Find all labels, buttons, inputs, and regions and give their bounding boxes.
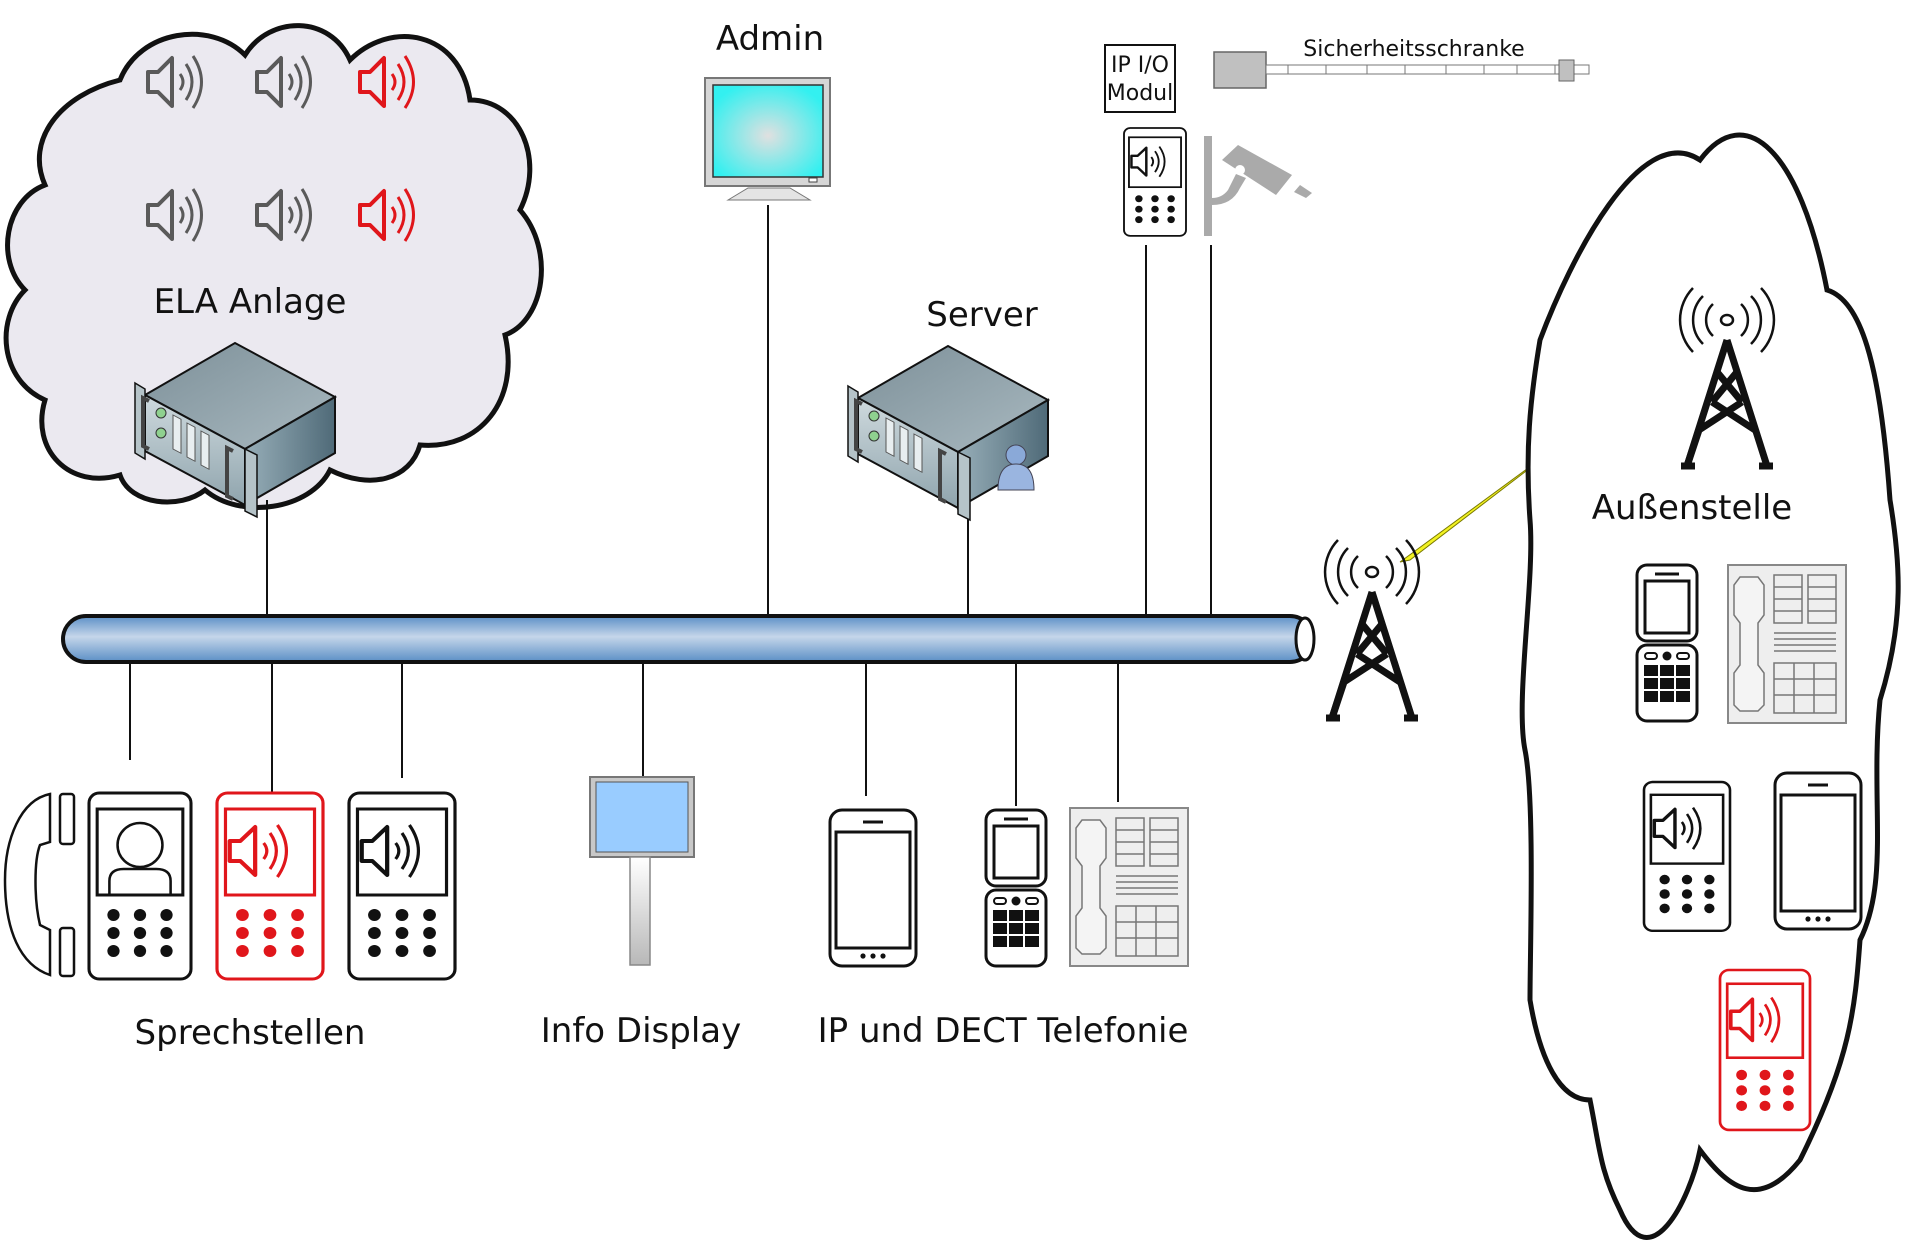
remote-alert-station-icon bbox=[1718, 968, 1812, 1132]
camera-icon bbox=[1204, 136, 1312, 236]
io-module-label-2: Modul bbox=[1107, 81, 1173, 106]
remote-smartphone-icon bbox=[1773, 771, 1863, 931]
dect-phone-icon bbox=[984, 808, 1048, 968]
video-station-icon bbox=[87, 791, 193, 981]
door-station-icon bbox=[1123, 127, 1187, 237]
telephony-label: IP und DECT Telefonie bbox=[818, 1011, 1189, 1051]
admin-label: Admin bbox=[716, 19, 824, 59]
radio-tower-icon bbox=[1325, 540, 1419, 718]
user-icon bbox=[997, 444, 1035, 491]
admin-monitor-icon bbox=[704, 77, 831, 201]
remote-site-label: Außenstelle bbox=[1592, 488, 1792, 528]
stations-label: Sprechstellen bbox=[135, 1013, 366, 1053]
network-bus bbox=[61, 614, 1316, 664]
info-display-label: Info Display bbox=[541, 1011, 741, 1051]
ela-label: ELA Anlage bbox=[154, 282, 347, 322]
connection-lines bbox=[129, 205, 1212, 806]
remote-speaker-station-icon bbox=[1642, 780, 1732, 933]
io-module-label-1: IP I/O bbox=[1111, 53, 1169, 78]
remote-desk-phone-icon bbox=[1727, 564, 1847, 724]
handset-icon bbox=[3, 792, 76, 978]
server-icon bbox=[846, 344, 1050, 522]
server-label: Server bbox=[926, 295, 1038, 335]
speaker-station-icon bbox=[347, 791, 457, 981]
desk-phone-icon bbox=[1069, 807, 1189, 967]
info-display-icon bbox=[589, 776, 695, 966]
remote-site-cloud bbox=[1519, 132, 1901, 1240]
smartphone-icon bbox=[828, 808, 918, 968]
security-barrier-icon bbox=[1213, 51, 1590, 89]
barrier-label: Sicherheitsschranke bbox=[1303, 37, 1524, 62]
io-module: IP I/O Modul bbox=[1104, 44, 1176, 113]
alert-station-icon bbox=[215, 791, 325, 981]
